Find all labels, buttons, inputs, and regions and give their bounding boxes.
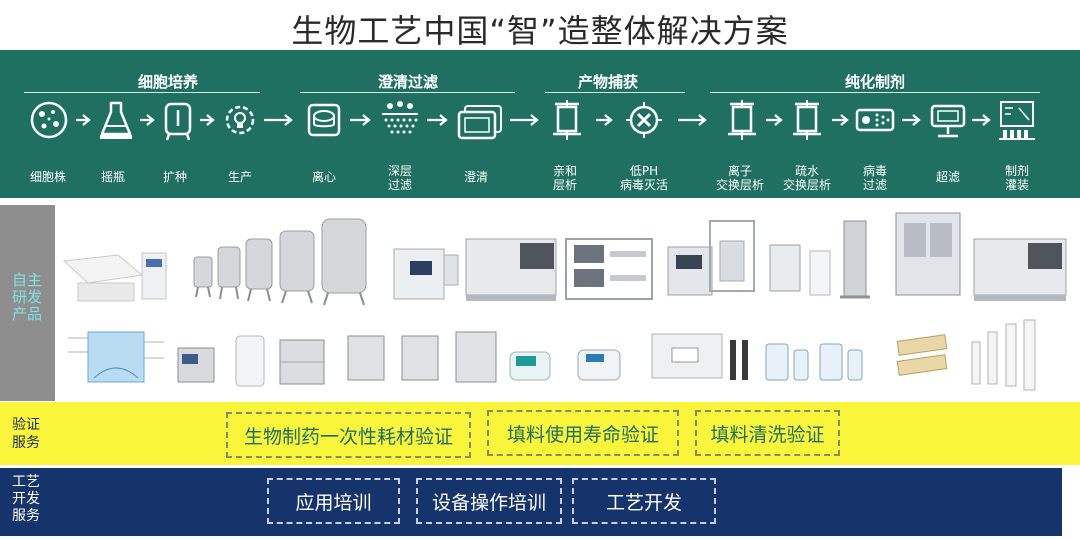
step-label-production: 生产 [227, 170, 252, 184]
process-flow-band: 细胞培养 澄清过滤 产物捕获 纯化制剂 [0, 50, 1080, 198]
virus-filter-icon [853, 98, 897, 142]
page-title: 生物工艺中国“智”造整体解决方案 [291, 12, 789, 50]
step-label-clarification: 澄清 [463, 170, 488, 184]
gear-bulb-icon [218, 98, 262, 142]
validation-item-resin-lifetime[interactable]: 填料使用寿命验证 [487, 410, 679, 456]
stage-underline [24, 92, 260, 93]
shake-flask-icon [94, 98, 138, 142]
depth-filter-icon [378, 98, 422, 142]
step-label-low-ph-inactivation: 低PH 病毒灭活 [619, 164, 668, 192]
step-label-hydrophobic: 疏水 交换层析 [782, 164, 831, 192]
dev-item-application-training[interactable]: 应用培训 [267, 478, 400, 524]
step-label-seed-expansion: 扩种 [162, 170, 187, 184]
stage-underline [545, 92, 685, 93]
step-label-centrifuge: 离心 [311, 170, 336, 184]
cell-dish-icon [27, 98, 71, 142]
step-label-cell-line: 细胞株 [29, 170, 66, 184]
step-label-depth-filtration: 深层 过滤 [387, 164, 412, 192]
validation-services-label: 验证 服务 [12, 417, 40, 451]
equipment-photo-row-2 [68, 319, 1036, 391]
centrifuge-icon [302, 98, 346, 142]
stage-clarification: 澄清过滤 [377, 73, 438, 91]
hydrophobic-column-icon [785, 98, 829, 142]
clarify-filter-icon [455, 98, 507, 142]
process-development-band: 应用培训 设备操作培训 工艺开发 [0, 468, 1062, 536]
step-label-affinity-chromatography: 亲和 层析 [552, 164, 577, 192]
virus-inactivation-icon [622, 98, 666, 142]
validation-item-single-use-consumables[interactable]: 生物制药一次性耗材验证 [226, 412, 471, 458]
bioreactor-icon [156, 98, 200, 142]
equipment-side-bar [0, 205, 55, 401]
equipment-photo-row-1 [62, 212, 1067, 306]
stage-cell-culture: 细胞培养 [137, 73, 198, 91]
dev-item-process-development[interactable]: 工艺开发 [572, 478, 716, 524]
validation-services-band: 生物制药一次性耗材验证 填料使用寿命验证 填料清洗验证 [0, 402, 1080, 465]
flow-arrow [76, 113, 92, 127]
flow-arrow [350, 113, 372, 127]
filling-line-icon [995, 98, 1039, 142]
ultrafiltration-icon [926, 98, 970, 142]
in-house-products-label: 自主 研发 产品 [12, 271, 43, 323]
step-label-fill-finish: 制剂 灌装 [1004, 164, 1029, 192]
flow-arrow [264, 113, 294, 127]
step-label-ion-exchange: 离子 交换层析 [715, 164, 764, 192]
step-label-shake-flask: 摇瓶 [100, 170, 125, 184]
ion-exchange-column-icon [720, 98, 764, 142]
flow-arrow [596, 113, 614, 127]
flow-arrow [427, 113, 449, 127]
validation-item-resin-cleaning[interactable]: 填料清洗验证 [695, 410, 840, 456]
stage-capture: 产物捕获 [577, 73, 638, 91]
step-label-ultrafiltration: 超滤 [935, 170, 960, 184]
dev-item-equipment-training[interactable]: 设备操作培训 [416, 478, 562, 524]
flow-arrow [972, 113, 992, 127]
flow-arrow [200, 113, 216, 127]
flow-arrow [832, 113, 850, 127]
flow-arrow [678, 113, 708, 127]
process-development-label: 工艺 开发 服务 [12, 474, 40, 524]
stage-underline [710, 92, 1040, 93]
stage-underline [300, 92, 515, 93]
stage-purification: 纯化制剂 [844, 73, 905, 91]
flow-arrow [902, 113, 922, 127]
flow-arrow [140, 113, 156, 127]
flow-arrow [766, 113, 784, 127]
step-label-virus-filtration: 病毒 过滤 [862, 164, 887, 192]
flow-arrow [510, 113, 540, 127]
column-icon [545, 98, 589, 142]
